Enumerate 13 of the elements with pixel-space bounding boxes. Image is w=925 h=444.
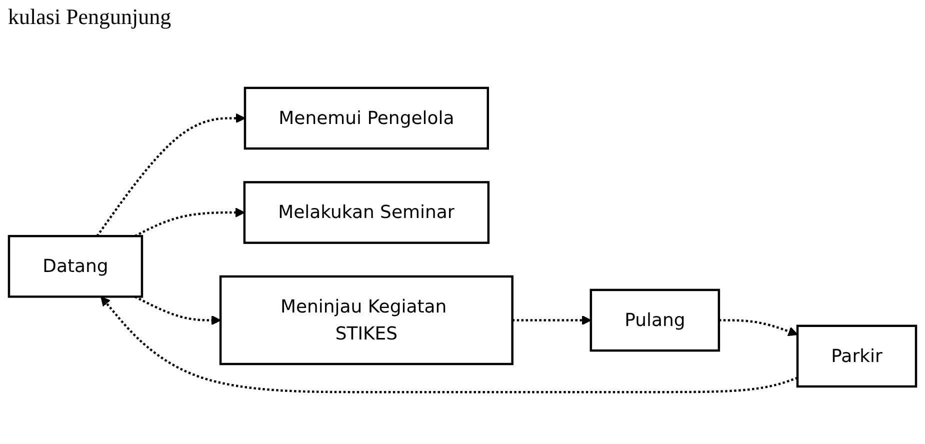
arrow	[134, 208, 245, 238]
arrow	[100, 296, 798, 394]
arrow	[96, 113, 246, 237]
arrow	[718, 319, 798, 336]
diagram-title: kulasi Pengunjung	[8, 4, 172, 30]
arrow	[134, 296, 221, 326]
node-box: Parkir	[796, 324, 918, 388]
node-box: Meninjau Kegiatan STIKES	[219, 275, 514, 366]
node-box: Menemui Pengelola	[244, 86, 490, 150]
node-box: Melakukan Seminar	[243, 181, 490, 244]
node-box: Datang	[8, 234, 144, 298]
arrow	[512, 315, 592, 326]
node-box: Pulang	[590, 288, 720, 352]
